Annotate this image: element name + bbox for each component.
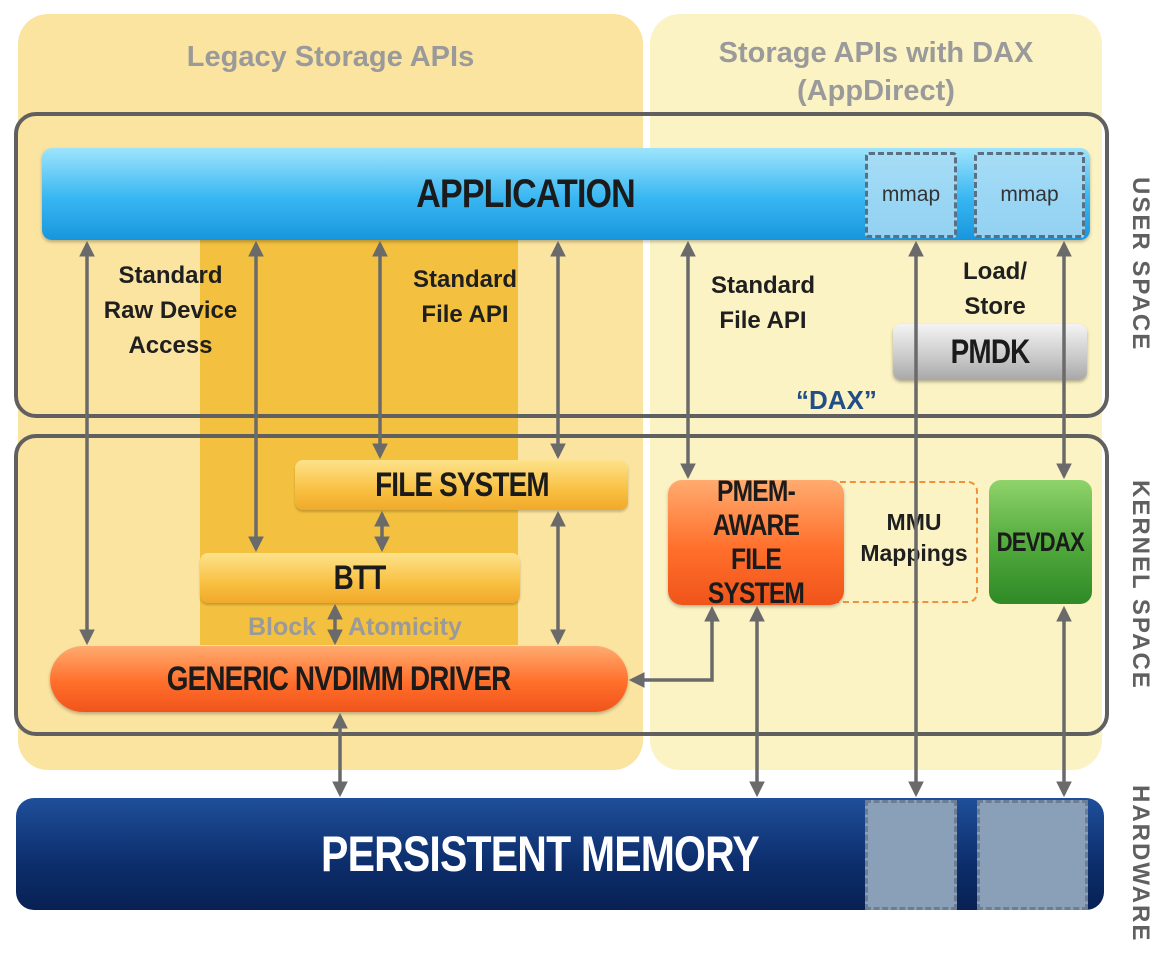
file-system-label: FILE SYSTEM xyxy=(374,465,550,504)
legacy-file-api-label-line2: File API xyxy=(421,301,509,328)
generic-nvdimm-driver-label: GENERIC NVDIMM DRIVER xyxy=(167,659,512,698)
persistent-memory-mapped-region-2 xyxy=(977,800,1088,910)
btt-block: BTT xyxy=(200,553,520,603)
block-atomicity-label-1: Block xyxy=(248,613,317,641)
load-store-label-line1: Load/ xyxy=(963,258,1027,285)
devdax-label: DEVDAX xyxy=(996,526,1085,557)
persistent-memory-label: PERSISTENT MEMORY xyxy=(321,826,760,882)
pmdk-block: PMDK xyxy=(893,324,1087,380)
raw-access-label-line3: Access xyxy=(128,332,213,359)
pmem-fs-label-line1: PMEM-AWARE xyxy=(712,474,800,542)
dax-region-title-line2: (AppDirect) xyxy=(797,75,955,107)
raw-access-label-line1: Standard xyxy=(118,262,223,289)
block-atomicity-label-2: Atomicity xyxy=(348,613,462,641)
pmem-aware-file-system-block: PMEM-AWARE FILE SYSTEM xyxy=(668,475,844,610)
mmap-region-1: mmap xyxy=(865,152,957,238)
dax-region-title-line1: Storage APIs with DAX xyxy=(718,37,1034,69)
dax-file-api-label-line1: Standard xyxy=(710,272,815,299)
dax-label: “DAX” xyxy=(796,385,877,415)
application-label: APPLICATION xyxy=(416,171,636,216)
dax-storage-region xyxy=(650,14,1102,770)
devdax-block: DEVDAX xyxy=(989,480,1092,604)
legacy-file-api-label-line1: Standard xyxy=(412,266,517,293)
hardware-label: HARDWARE xyxy=(1127,785,1154,943)
user-space-label: USER SPACE xyxy=(1127,176,1154,352)
btt-label: BTT xyxy=(334,558,387,597)
persistent-memory-mapped-region-1 xyxy=(865,800,957,910)
legacy-region-title: Legacy Storage APIs xyxy=(186,41,475,73)
raw-access-label-line2: Raw Device xyxy=(103,297,238,324)
load-store-label-line2: Store xyxy=(964,293,1026,320)
generic-nvdimm-driver-block: GENERIC NVDIMM DRIVER xyxy=(50,646,628,712)
kernel-space-label: KERNEL SPACE xyxy=(1127,480,1154,690)
pmdk-label: PMDK xyxy=(950,332,1031,371)
pmem-fs-label-line2: FILE SYSTEM xyxy=(707,542,805,610)
mmap-region-2: mmap xyxy=(974,152,1085,238)
file-system-block: FILE SYSTEM xyxy=(295,460,628,510)
dax-file-api-label-line2: File API xyxy=(719,307,807,334)
arrow-pmem-fs-to-driver xyxy=(628,605,720,688)
